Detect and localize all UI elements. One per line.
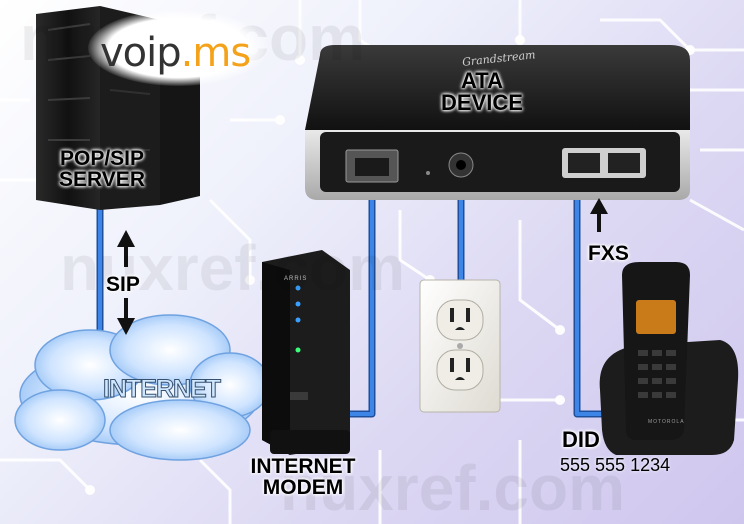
modem-label: INTERNET MODEM [250,456,356,498]
watermark-text-2: nuxref.com [60,232,405,304]
voipms-logo: voip.ms [100,30,252,76]
modem-image [262,250,350,455]
did-number: 555 555 1234 [560,455,671,475]
logo-text-voip: voip [100,30,182,76]
ata-label-line1: ATA [461,68,503,93]
did-label: DID [562,427,600,452]
sip-label: SIP [106,273,140,296]
modem-label-line1: INTERNET [250,455,356,478]
cordless-phone-image [599,262,739,455]
server-label-line2: SERVER [59,168,145,191]
server-label-line1: POP/SIP [59,147,145,170]
ata-device-image [305,45,690,200]
fxs-label: FXS [588,242,629,265]
modem-label-line2: MODEM [262,476,344,499]
server-label: POP/SIP SERVER [48,148,156,190]
internet-cloud-image [14,314,271,461]
ata-label: ATA DEVICE [432,70,532,114]
logo-glow [88,10,268,86]
ata-label-line2: DEVICE [441,90,523,115]
logo-text-ms: .ms [180,30,252,76]
fxs-arrow [590,198,608,232]
watermark-text-3: nuxref.com [280,452,625,524]
wall-outlet-image [419,279,501,413]
sip-arrow [117,230,135,335]
cloud-label: INTERNET [103,375,222,404]
phone-cable [575,165,610,416]
phone-brand: MOTOROLA [648,419,685,425]
modem-brand: ARRIS [284,276,308,282]
